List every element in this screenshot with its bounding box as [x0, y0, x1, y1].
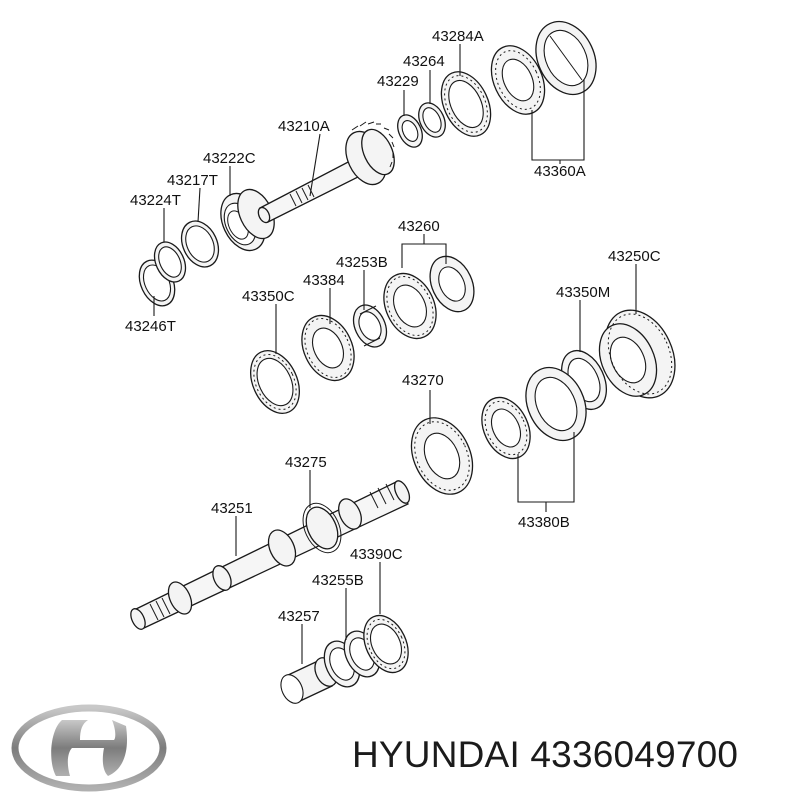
part-43390C: [363, 614, 409, 674]
part-number: 4336049700: [530, 734, 739, 775]
label-43222C: 43222C: [203, 150, 256, 167]
part-43275: [302, 502, 342, 554]
label-43270: 43270: [402, 372, 444, 389]
label-43250C: 43250C: [608, 248, 661, 265]
part-43224T: [153, 241, 187, 283]
label-43350M: 43350M: [556, 284, 610, 301]
part-43222C: [220, 188, 275, 252]
label-43246T: 43246T: [125, 318, 176, 335]
part-43251: [130, 480, 411, 630]
label-43210A: 43210A: [278, 118, 330, 135]
part-43264: [418, 102, 446, 138]
part-43210A: [257, 121, 395, 224]
part-43250C: [598, 309, 676, 399]
input-shaft-group: [138, 20, 597, 307]
label-43253B: 43253B: [336, 254, 388, 271]
label-43390C: 43390C: [350, 546, 403, 563]
label-43360A: 43360A: [534, 163, 586, 180]
hyundai-logo-icon: [11, 704, 167, 792]
label-43350C: 43350C: [242, 288, 295, 305]
label-43229: 43229: [377, 73, 419, 90]
label-43224T: 43224T: [130, 192, 181, 209]
label-43284A: 43284A: [432, 28, 484, 45]
leader-lines: [153, 44, 637, 664]
part-43384: [301, 314, 355, 382]
label-43260: 43260: [398, 218, 440, 235]
part-43260: [383, 255, 475, 340]
label-43275: 43275: [285, 454, 327, 471]
label-43384: 43384: [303, 272, 345, 289]
brand-name: HYUNDAI: [352, 734, 520, 775]
label-43217T: 43217T: [167, 172, 218, 189]
label-43255B: 43255B: [312, 572, 364, 589]
part-43270: [410, 417, 474, 495]
part-labels: 43284A 43264 43229 43210A 43222C 43217T …: [125, 28, 661, 625]
middle-gear-group: [250, 255, 676, 414]
part-43380B: [481, 366, 587, 460]
main-shaft-group: [130, 366, 587, 704]
label-43380B: 43380B: [518, 514, 570, 531]
label-43257: 43257: [278, 608, 320, 625]
brand-part-number-caption: HYUNDAI 4336049700: [352, 734, 738, 776]
part-43350C: [250, 350, 300, 414]
part-43284A: [440, 71, 492, 137]
part-43217T: [180, 220, 220, 268]
part-43253B: [352, 304, 388, 348]
part-43255B: [323, 630, 381, 688]
part-43229: [397, 114, 423, 148]
part-43360A: [490, 20, 597, 115]
label-43251: 43251: [211, 500, 253, 517]
label-43264: 43264: [403, 53, 445, 70]
